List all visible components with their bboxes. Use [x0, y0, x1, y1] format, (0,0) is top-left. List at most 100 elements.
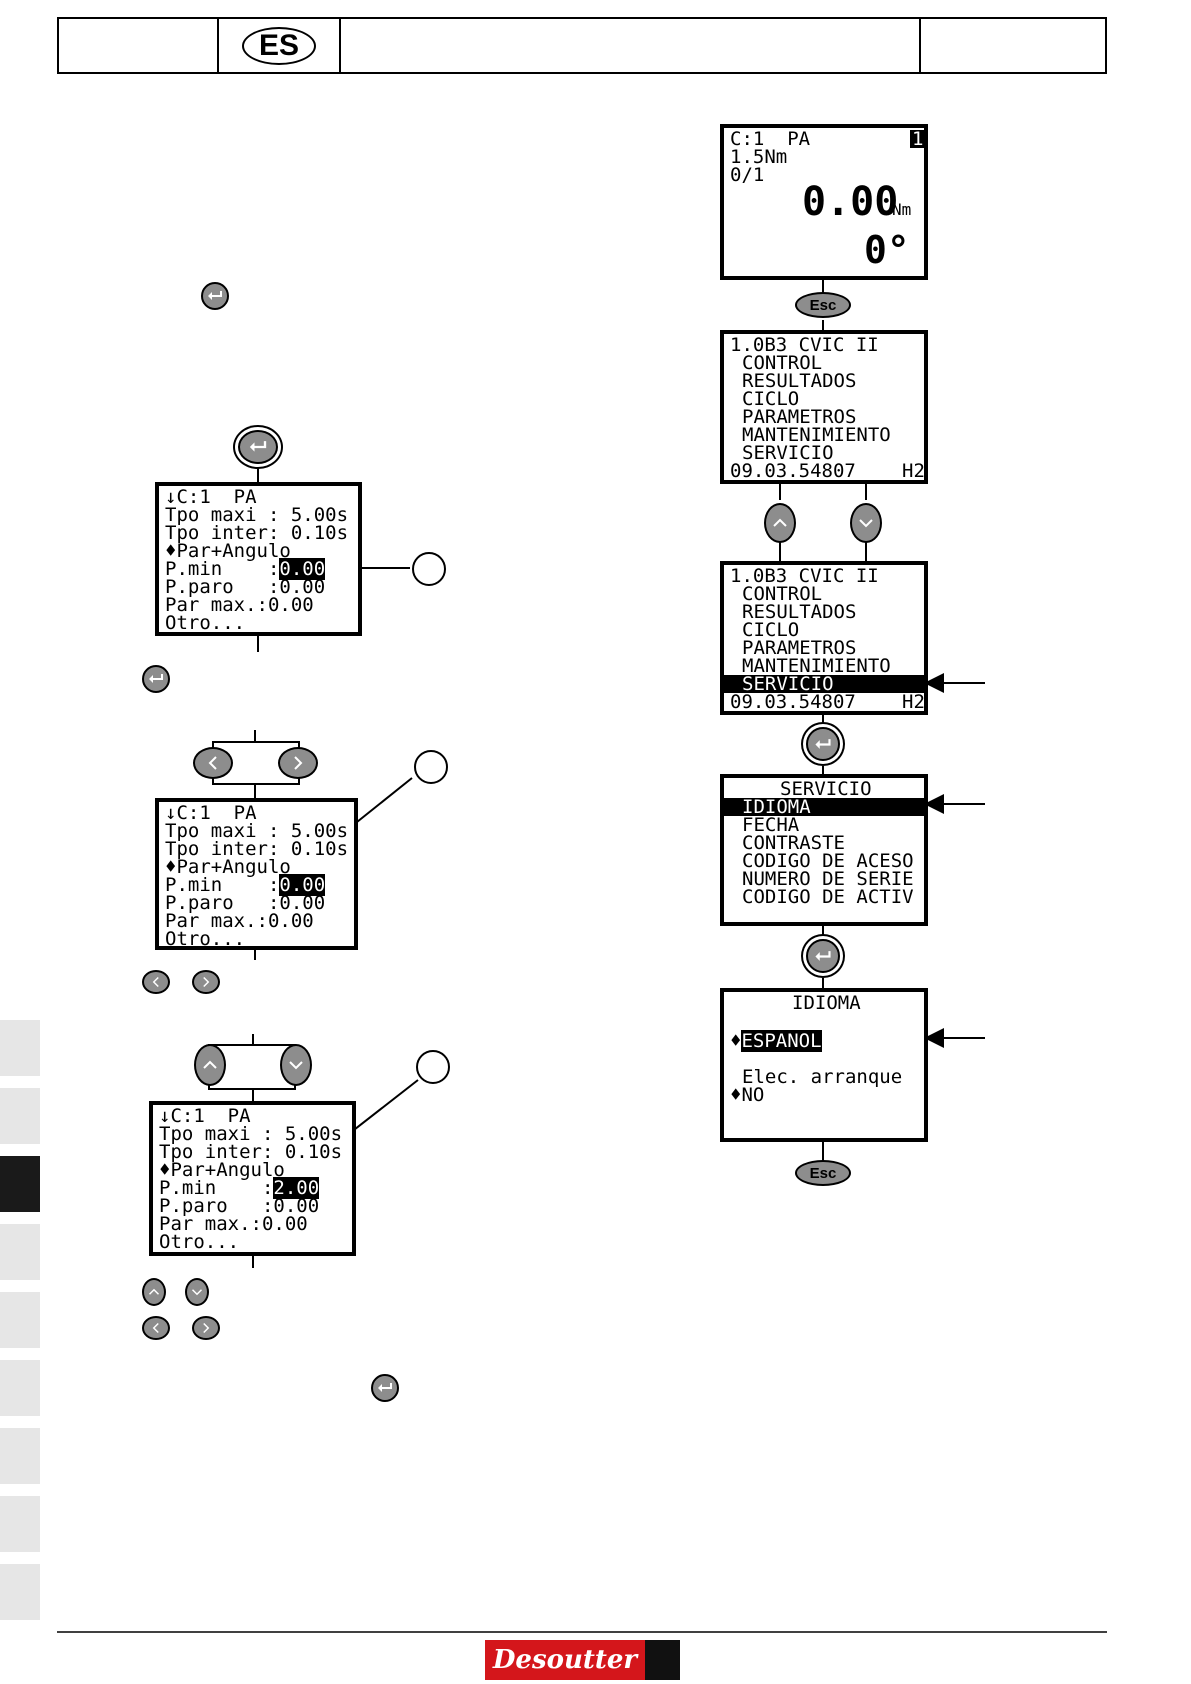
section-tab[interactable] [0, 1360, 40, 1416]
up-arrow-button[interactable] [764, 503, 796, 543]
screen-line: P.paro :0.00 [165, 576, 326, 598]
service-item-contraste[interactable]: CONTRASTE [742, 832, 845, 854]
callout-circle [414, 750, 448, 784]
right-arrow-button[interactable] [278, 747, 318, 779]
screen-line: Tpo maxi : 5.00s [165, 504, 349, 526]
language-title: IDIOMA [792, 992, 861, 1014]
angle-value: 0° [864, 228, 910, 272]
section-tab[interactable] [0, 1088, 40, 1144]
main-screen: C:1 PA 1 1.5Nm 0/1 0.00 Nm 0° [720, 124, 928, 280]
menu-item-control[interactable]: CONTROL [742, 583, 823, 605]
menu-screen: 1.0B3 CVIC II CONTROL RESULTADOS CICLO P… [720, 330, 928, 484]
service-item-codigo-activ[interactable]: CODIGO DE ACTIV [742, 886, 914, 908]
menu-item-parametros[interactable]: PARAMETROS [742, 637, 857, 659]
menu-item-ciclo[interactable]: CICLO [742, 619, 800, 641]
screen-line: ↓C:1 PA [165, 802, 257, 824]
language-value[interactable]: ESPANOL [741, 1030, 822, 1052]
screen-line: P.min :0.00 [165, 558, 326, 580]
menu-item-parametros[interactable]: PARAMETROS [742, 406, 857, 428]
service-item-numero-serie[interactable]: NUMERO DE SERIE [742, 868, 914, 890]
menu-footer: 09.03.54807 [730, 460, 856, 482]
screen-line: Tpo inter: 0.10s [165, 522, 349, 544]
channel-indicator: 1 [910, 128, 924, 150]
screen-line: ↓C:1 PA [165, 486, 257, 508]
enter-key-icon [371, 1374, 399, 1402]
pmin-value[interactable]: 0.00 [279, 874, 326, 896]
menu-footer-right: H2 [902, 460, 925, 482]
header-cell-title [341, 19, 921, 72]
section-tab[interactable] [0, 1496, 40, 1552]
left-arrow-button[interactable] [193, 747, 233, 779]
screen-line: Otro... [165, 928, 246, 950]
menu-item-mantenimiento[interactable]: MANTENIMIENTO [742, 424, 891, 446]
screen-line: Otro... [159, 1231, 240, 1253]
down-arrow-button[interactable] [280, 1044, 312, 1086]
menu-title: 1.0B3 CVIC II [730, 565, 879, 587]
startup-label: Elec. arranque [742, 1066, 903, 1088]
section-tab-active[interactable] [0, 1156, 40, 1212]
service-item-idioma-selected[interactable]: IDIOMA [724, 798, 924, 817]
down-arrow-button[interactable] [850, 503, 882, 543]
header-cell-left [59, 19, 219, 72]
menu-item-resultados[interactable]: RESULTADOS [742, 370, 857, 392]
screen-line: ♦Par+Angulo [159, 1159, 285, 1181]
page-header: ES [57, 17, 1107, 74]
menu-item-resultados[interactable]: RESULTADOS [742, 601, 857, 623]
screen-line: P.min :2.00 [159, 1177, 320, 1199]
screen-line: Par max.:0.00 [165, 910, 314, 932]
enter-key-icon [201, 282, 229, 310]
pmin-value[interactable]: 0.00 [279, 558, 326, 580]
left-arrow-icon [142, 970, 170, 994]
screen-line: Tpo maxi : 5.00s [159, 1123, 343, 1145]
header-cell-lang: ES [219, 19, 341, 72]
service-item-fecha[interactable]: FECHA [742, 814, 800, 836]
section-tab[interactable] [0, 1564, 40, 1620]
menu-item-mantenimiento[interactable]: MANTENIMIENTO [742, 655, 891, 677]
screen-line: P.paro :0.00 [165, 892, 326, 914]
startup-value[interactable]: NO [741, 1084, 765, 1106]
enter-key-icon [142, 665, 170, 693]
service-item-codigo-acceso[interactable]: CODIGO DE ACESO [742, 850, 914, 872]
param-screen-3: ↓C:1 PA Tpo maxi : 5.00s Tpo inter: 0.10… [149, 1101, 356, 1256]
down-arrow-icon [185, 1278, 209, 1306]
torque-unit: Nm [892, 200, 912, 219]
pmin-value[interactable]: 2.00 [273, 1177, 320, 1199]
param-screen-1: ↓C:1 PA Tpo maxi : 5.00s Tpo inter: 0.10… [155, 482, 362, 636]
enter-button[interactable] [806, 727, 840, 761]
service-title: SERVICIO [780, 778, 872, 800]
callout-circle [416, 1050, 450, 1084]
param-screen-2: ↓C:1 PA Tpo maxi : 5.00s Tpo inter: 0.10… [155, 798, 358, 950]
screen-line: Par max.:0.00 [165, 594, 314, 616]
screen-line: ↓C:1 PA [159, 1105, 251, 1127]
esc-button[interactable]: Esc [795, 292, 851, 318]
up-arrow-icon [142, 1278, 166, 1306]
esc-button[interactable]: Esc [795, 1160, 851, 1186]
menu-item-control[interactable]: CONTROL [742, 352, 823, 374]
screen-line: Tpo maxi : 5.00s [165, 820, 349, 842]
section-tab[interactable] [0, 1224, 40, 1280]
up-arrow-button[interactable] [194, 1044, 226, 1086]
language-screen: IDIOMA ♦ESPANOL Elec. arranque ♦NO [720, 988, 928, 1142]
torque-value: 0.00 [802, 179, 899, 225]
screen-line: ♦Par+Angulo [165, 856, 291, 878]
menu-item-servicio-selected[interactable]: SERVICIO [724, 675, 924, 694]
menu-item-ciclo[interactable]: CICLO [742, 388, 800, 410]
enter-button[interactable] [806, 939, 840, 973]
brand-name: Desoutter [485, 1640, 645, 1680]
enter-button[interactable] [238, 430, 278, 464]
section-tab[interactable] [0, 1428, 40, 1484]
right-arrow-icon [192, 970, 220, 994]
brand-logo: Desoutter [485, 1640, 680, 1680]
section-tab[interactable] [0, 1020, 40, 1076]
callout-circle [412, 552, 446, 586]
menu-item-servicio[interactable]: SERVICIO [742, 442, 834, 464]
language-badge: ES [242, 26, 316, 65]
screen-line: P.min :0.00 [165, 874, 326, 896]
menu-screen-selected: 1.0B3 CVIC II CONTROL RESULTADOS CICLO P… [720, 561, 928, 715]
screen-line: Tpo inter: 0.10s [159, 1141, 343, 1163]
menu-footer-right: H2 [902, 691, 925, 713]
service-screen: SERVICIO IDIOMA FECHA CONTRASTE CODIGO D… [720, 774, 928, 926]
section-tab[interactable] [0, 1292, 40, 1348]
menu-footer: 09.03.54807 [730, 691, 856, 713]
screen-line: Tpo inter: 0.10s [165, 838, 349, 860]
